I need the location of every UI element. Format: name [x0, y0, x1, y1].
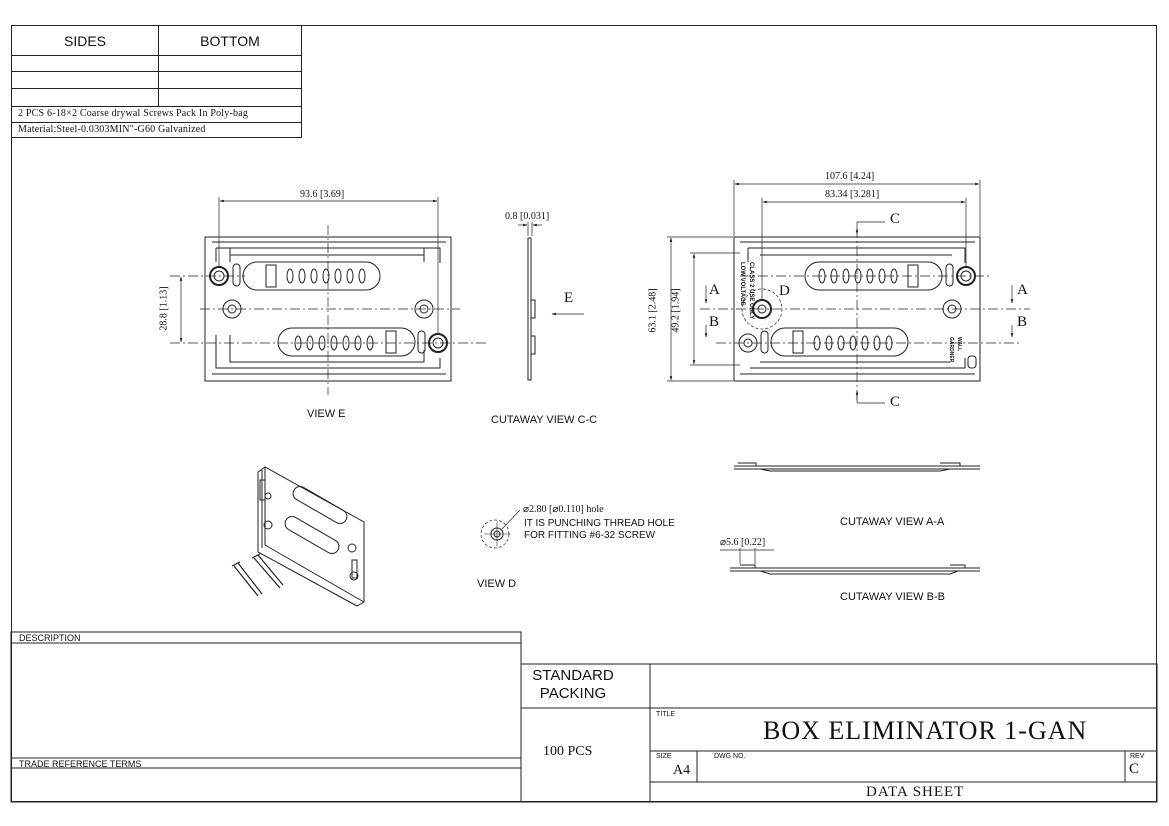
size-value: A4: [673, 763, 691, 778]
trade-reference-label: TRADE REFERENCE TERMS: [19, 759, 142, 769]
rev-label: REV: [1130, 753, 1145, 760]
data-sheet-label: DATA SHEET: [866, 784, 965, 800]
dim-inner-height: 49.2 [1.94]: [670, 288, 682, 333]
detail-d: D: [779, 283, 790, 299]
description-label: DESCRIPTION: [19, 633, 81, 643]
rev-value: C: [1129, 761, 1140, 777]
size-label: SIZE: [656, 753, 672, 760]
dim-inner-width: 83.34 [3.281]: [825, 189, 880, 200]
title-label: TITLE: [656, 711, 676, 718]
isometric-plate: [257, 466, 365, 607]
section-b-right: B: [1017, 314, 1028, 330]
view-d-note-line2: FOR FITTING #6-32 SCREW: [524, 530, 656, 541]
cutaway-aa-label: CUTAWAY VIEW A-A: [840, 516, 945, 528]
section-a-right: A: [1017, 282, 1028, 298]
view-e-label: VIEW E: [307, 408, 346, 420]
view-d-label: VIEW D: [477, 578, 517, 590]
cutaway-cc-label: CUTAWAY VIEW C-C: [491, 414, 598, 426]
section-a-left: A: [709, 282, 720, 298]
cutaway-bb: [730, 564, 980, 575]
sides-header: SIDES: [63, 33, 106, 49]
dim-cc-thickness: 0.8 [0.031]: [505, 211, 550, 222]
title-block: [10, 631, 1158, 803]
section-c-bottom: C: [890, 394, 901, 410]
spec-table: SIDES BOTTOM 2 PCS 6-18×2 Coarse drywal …: [11, 25, 302, 138]
section-b-left: B: [709, 314, 720, 330]
dim-view-e-width: 93.6 [3.69]: [300, 189, 345, 200]
view-d-detail: [480, 509, 521, 549]
wall-text: WALL: [956, 337, 962, 352]
class2-text: CLASS 2 USE ONLY: [748, 262, 754, 320]
gardner-text: GARDNER: [948, 337, 954, 363]
cutaway-aa: [734, 462, 980, 472]
screws-note: 2 PCS 6-18×2 Coarse drywal Screws Pack I…: [18, 108, 249, 119]
dim-view-e-height: 28.8 [1.13]: [158, 286, 170, 331]
bottom-header: BOTTOM: [200, 33, 260, 49]
dwg-no-label: DWG NO.: [714, 753, 746, 760]
cutaway-cc: [527, 237, 536, 381]
material-note: Material:Steel-0.0303MIN"-G60 Galvanized: [18, 124, 206, 135]
low-voltage-text: LOW VOLTAGE: [739, 262, 745, 306]
section-c-top: C: [890, 211, 901, 227]
table-divider: [158, 26, 159, 72]
dim-total-height: 63.1 [2.48]: [647, 288, 659, 333]
dim-hole-dia: ⌀2.80 [⌀0.110] hole: [523, 504, 604, 515]
dim-total-width: 107.6 [4.24]: [825, 171, 875, 182]
cutaway-bb-label: CUTAWAY VIEW B-B: [840, 591, 945, 603]
standard-packing-label: STANDARD PACKING: [532, 667, 614, 702]
drawing-title: BOX ELIMINATOR 1-GAN: [763, 716, 1088, 745]
view-d-note-line1: IT IS PUNCHING THREAD HOLE: [524, 518, 675, 529]
view-arrow-e: E: [564, 290, 574, 306]
dim-bb-dia: ⌀5.6 [0.22]: [720, 537, 766, 548]
packing-quantity: 100 PCS: [543, 744, 593, 759]
drywall-screws: [231, 553, 284, 597]
